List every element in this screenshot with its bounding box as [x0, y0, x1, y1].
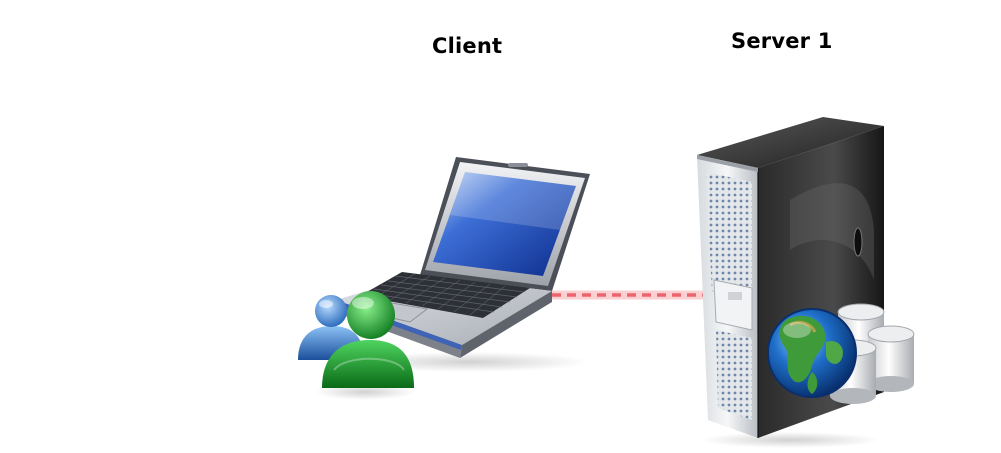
users-icon: [298, 291, 415, 400]
globe-icon: [767, 308, 857, 398]
client-label: Client: [432, 34, 503, 58]
laptop-icon: [334, 157, 590, 372]
server-label: Server 1: [731, 29, 833, 53]
